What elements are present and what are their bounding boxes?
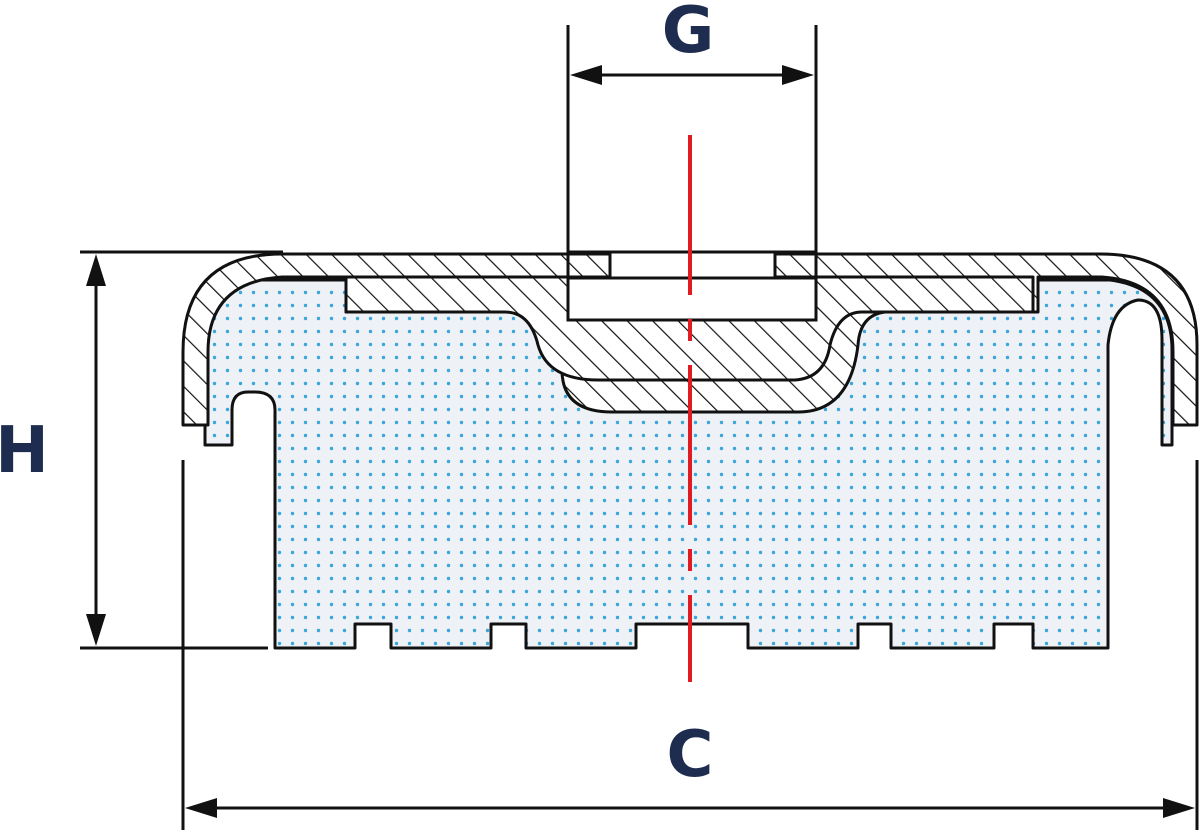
label-g: G	[662, 0, 715, 68]
label-c: C	[667, 718, 714, 792]
label-h: H	[0, 414, 49, 488]
dimension-c-arrow-left	[185, 798, 217, 818]
dimension-g-arrow-right	[782, 65, 814, 85]
dimension-h-arrow-bottom	[86, 614, 106, 646]
dimension-c-arrow-right	[1163, 798, 1195, 818]
dimension-h-arrow-top	[86, 254, 106, 286]
dimension-g-arrow-left	[570, 65, 602, 85]
insert-slot	[608, 250, 777, 280]
